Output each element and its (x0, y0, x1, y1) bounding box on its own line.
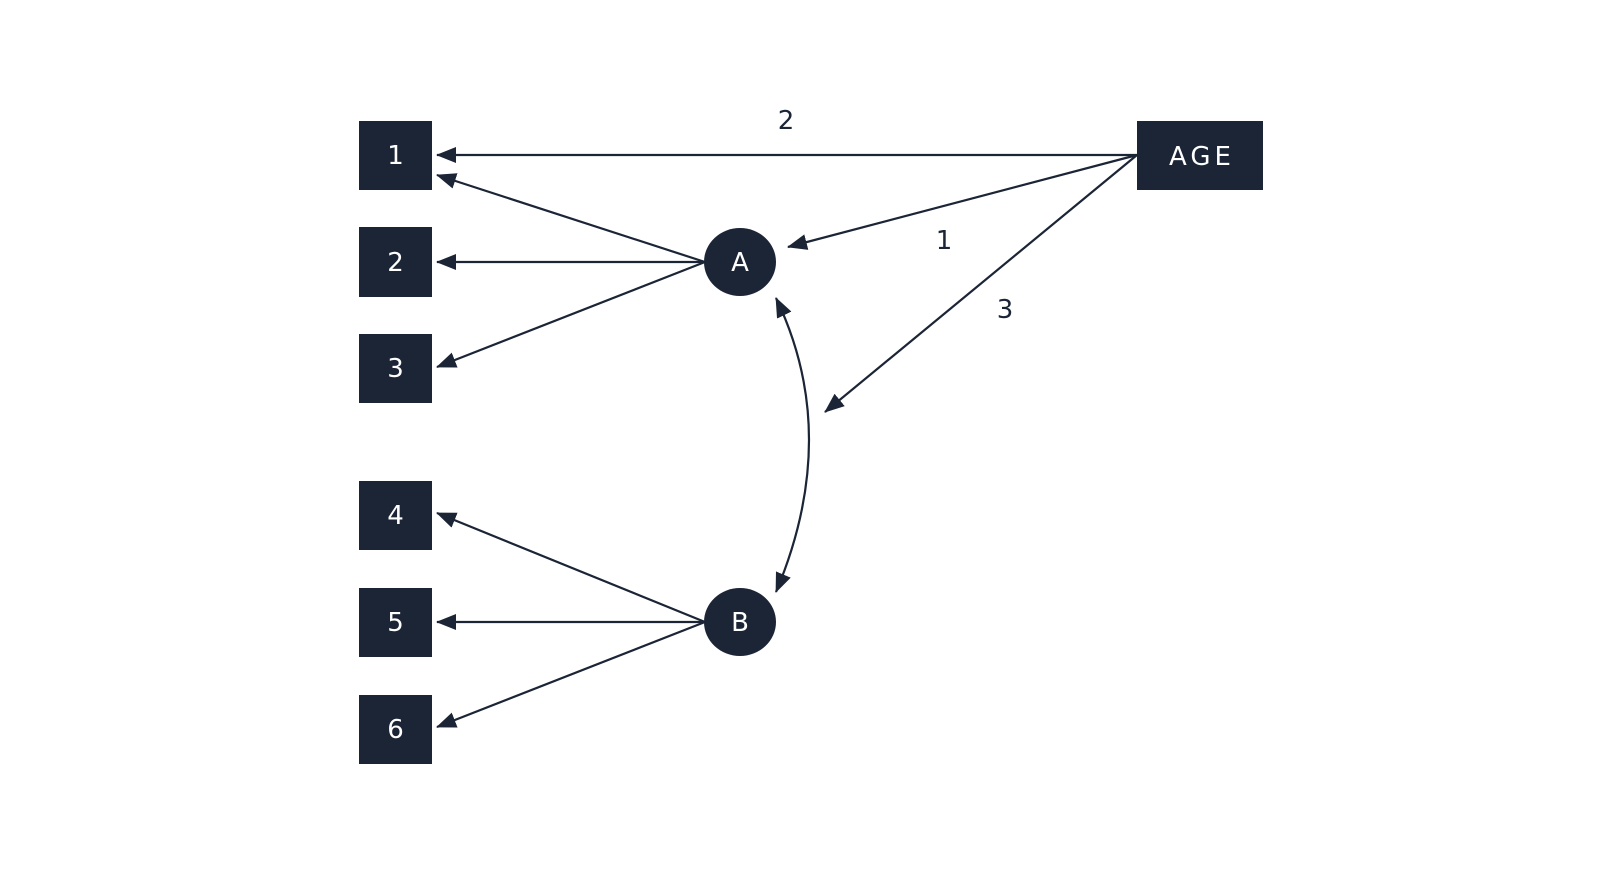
indicator-label-1: 1 (387, 141, 404, 171)
indicator-label-2: 2 (387, 248, 404, 278)
edge-age-to-b (824, 154, 1138, 413)
indicator-node-2: 2 (359, 227, 432, 297)
latent-node-a: A (704, 228, 776, 296)
indicator-node-5: 5 (359, 588, 432, 657)
indicator-label-3: 3 (387, 354, 404, 384)
age-node: AGE (1137, 121, 1263, 190)
indicator-node-3: 3 (359, 334, 432, 403)
edge-label-age-to-b: 3 (997, 295, 1014, 325)
latent-label-b: B (731, 608, 749, 638)
latent-node-b: B (704, 588, 776, 656)
edge-a-to-3 (436, 260, 706, 369)
indicator-node-6: 6 (359, 695, 432, 764)
latent-label-a: A (731, 248, 749, 278)
edge-label-age-to-1: 2 (778, 106, 795, 136)
edge-b-to-4 (436, 511, 706, 624)
edge-a-to-1 (436, 173, 706, 264)
age-label: AGE (1169, 142, 1235, 172)
indicator-label-4: 4 (387, 501, 404, 531)
indicator-node-1: 1 (359, 121, 432, 190)
indicator-label-5: 5 (387, 608, 404, 638)
edge-age-to-a (787, 153, 1138, 250)
edges (436, 147, 1138, 729)
indicator-node-4: 4 (359, 481, 432, 550)
indicator-label-6: 6 (387, 715, 404, 745)
edge-label-age-to-a: 1 (936, 226, 953, 256)
edge-b-to-6 (436, 620, 706, 729)
edge-a-b-covariance (774, 297, 811, 593)
